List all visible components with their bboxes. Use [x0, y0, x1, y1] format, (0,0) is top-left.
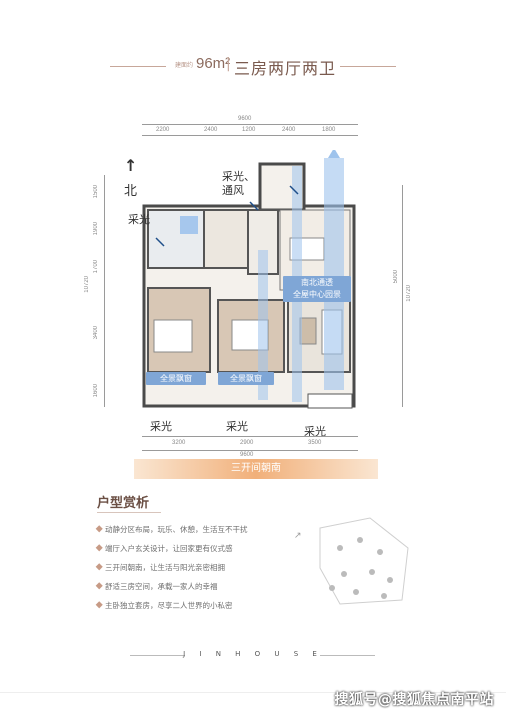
bullet-icon: [95, 601, 103, 609]
area-value: 96m²: [196, 55, 231, 72]
dim-top-seg-3: 1200: [242, 127, 256, 133]
feature-item: 主卧独立套房，尽享二人世界的小私密: [95, 600, 233, 611]
feature-item: 动静分区布局，玩乐、休憩，生活互不干扰: [95, 524, 248, 535]
window-banner-left: 全景飘窗: [146, 372, 206, 385]
brand-name: J I N H O U S E: [183, 650, 323, 658]
orientation-banner: 三开间朝南: [134, 459, 378, 479]
dim-bottom-seg-3: 3500: [308, 440, 322, 446]
bullet-icon: [95, 563, 103, 571]
layout-title: 三房两厅两卫: [234, 59, 337, 78]
compass-icon: ↗: [294, 531, 302, 541]
header-separator: |: [226, 56, 231, 72]
bullet-icon: [95, 525, 103, 533]
dim-top-seg-4: 2400: [282, 127, 296, 133]
dim-left-seg-2: 1900: [93, 222, 99, 236]
dim-left-seg-5: 1600: [93, 384, 99, 398]
footer-rule: [0, 692, 506, 693]
feature-text: 舒适三房空间，承载一家人的幸福: [105, 582, 218, 591]
dim-bottom-line: [142, 450, 358, 451]
light-vent-label: 采光、 通风: [222, 170, 255, 197]
analysis-underline: [97, 512, 161, 513]
dim-left-seg-3: 1700: [93, 260, 99, 274]
light-label-bottom-mid: 采光: [226, 420, 248, 433]
watermark: 搜狐号@搜狐焦点南平站: [334, 692, 494, 708]
dim-left-seg-1: 1500: [93, 185, 99, 199]
dim-right-total: 10720: [406, 285, 412, 302]
dim-bottom-total: 9600: [240, 452, 254, 458]
bullet-icon: [95, 582, 103, 590]
bullet-icon: [95, 544, 103, 552]
dim-left-seg-4: 3400: [93, 326, 99, 340]
dim-bottom-seg-2: 2900: [240, 440, 254, 446]
feature-text: 主卧独立套房，尽享二人世界的小私密: [105, 601, 233, 610]
site-map: ↗: [294, 517, 409, 605]
center-banner: 南北通透 全屋中心园景: [283, 276, 351, 302]
brand-rule-right: [320, 655, 375, 656]
analysis-title: 户型赏析: [97, 496, 150, 511]
dim-left-total: 10720: [84, 276, 90, 293]
feature-item: 舒适三房空间，承载一家人的幸福: [95, 581, 218, 592]
dim-bottom-seg-line: [142, 436, 358, 437]
light-label-bottom-right: 采光: [304, 425, 326, 438]
dim-top-line: [142, 124, 358, 125]
dim-top-total: 9600: [238, 116, 252, 122]
feature-text: 三开间朝南，让生活与阳光亲密相拥: [105, 563, 225, 572]
dim-bottom-seg-1: 3200: [172, 440, 186, 446]
header-rule-left: [110, 66, 166, 67]
dim-left-line: [104, 175, 105, 407]
light-label-top-left: 采光: [128, 213, 150, 226]
floor-plan: [142, 150, 356, 409]
dim-right-line: [402, 185, 403, 407]
feature-item: 端厅入户玄关设计，让回家更有仪式感: [95, 543, 233, 554]
light-label-bottom-left: 采光: [150, 420, 172, 433]
north-label: 北: [124, 184, 138, 199]
area-tag: 建面约: [175, 62, 194, 69]
north-arrow-icon: ↑: [124, 156, 138, 175]
dim-top-seg-2: 2400: [204, 127, 218, 133]
brand-rule-left: [130, 655, 185, 656]
header-rule-right: [340, 66, 396, 67]
feature-text: 端厅入户玄关设计，让回家更有仪式感: [105, 544, 233, 553]
dim-top-seg-5: 1800: [322, 127, 336, 133]
window-banner-mid: 全景飘窗: [218, 372, 274, 385]
dim-top-seg-line: [142, 135, 358, 136]
feature-item: 三开间朝南，让生活与阳光亲密相拥: [95, 562, 225, 573]
dim-right-seg-1: 5000: [393, 270, 399, 284]
feature-text: 动静分区布局，玩乐、休憩，生活互不干扰: [105, 525, 248, 534]
dim-top-seg-1: 2200: [156, 127, 170, 133]
